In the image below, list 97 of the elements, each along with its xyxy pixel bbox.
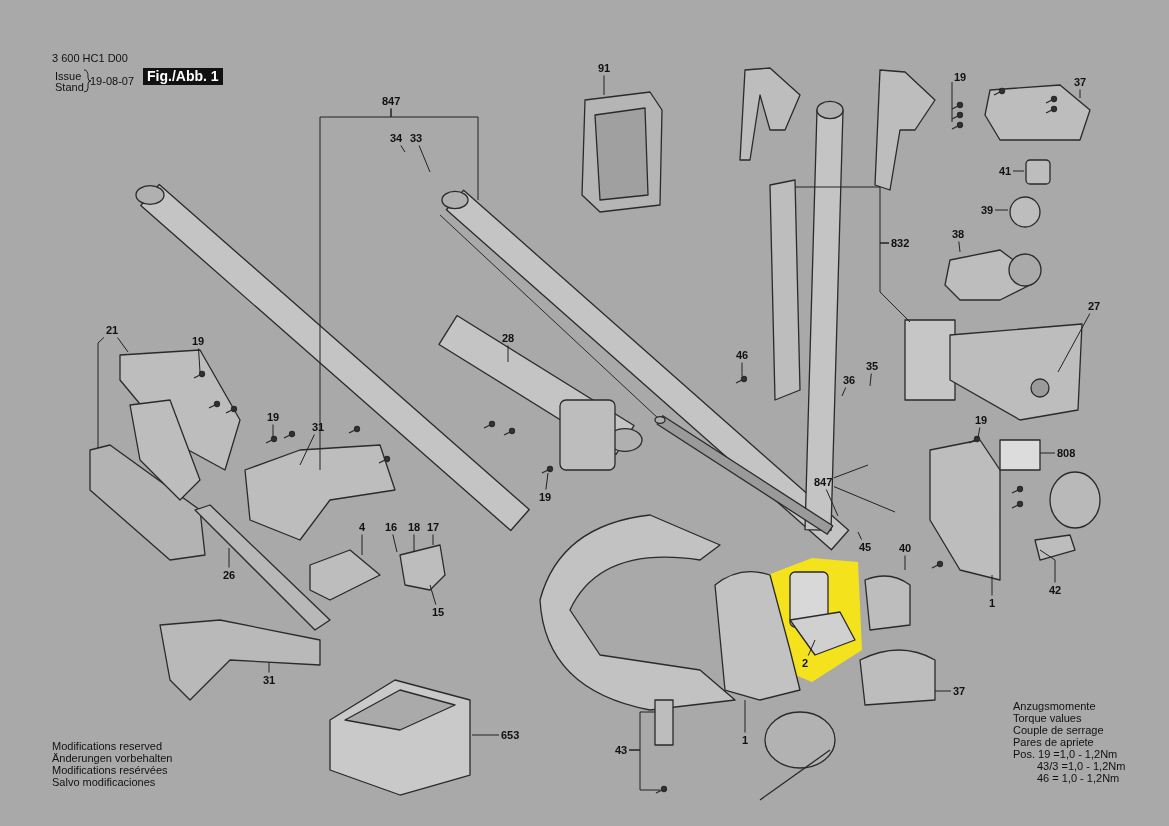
leader-line [825,489,839,517]
figure-label: Fig./Abb. 1 [143,68,223,85]
leader-line [429,584,437,605]
leader-line [1039,452,1056,454]
callout-number: 1 [741,733,750,747]
part-number: 3 600 HC1 D00 [52,52,128,64]
leader-line [432,534,434,546]
leader-line [1012,170,1025,172]
leader-line [603,75,605,96]
note-text: Änderungen vorbehalten [52,752,173,764]
note-text: Modifications resérvées [52,764,168,776]
callout-number: 31 [262,673,277,687]
callout-number: 19 [266,410,281,424]
callout-number: 19 [191,334,206,348]
callout-number: 46 [735,348,750,362]
note-text: Couple de serrage [1013,724,1104,736]
callout-number: 45 [858,540,873,554]
note-text: 46 = 1,0 - 1,2Nm [1037,772,1120,784]
callout-number: 27 [1087,299,1102,313]
leader-line [869,373,872,387]
leader-line [628,749,661,791]
callout-number: 43 [614,743,629,757]
note-text: Anzugsmomente [1013,700,1096,712]
leader-line [1057,313,1091,373]
callout-number: 40 [898,541,913,555]
leader-line [994,209,1009,211]
callout-number: 37 [952,684,967,698]
note-text: Pos. 19 =1,0 - 1,2Nm [1013,748,1118,760]
callout-number: 832 [890,236,911,250]
callout-number: 19 [974,413,989,427]
note-text: Modifications reserved [52,740,163,752]
note-text: 43/3 =1,0 - 1,2Nm [1037,760,1126,772]
callout-number: 21 [105,323,120,337]
leader-line [857,531,862,540]
label-text: Issue [55,70,82,82]
leader-line [977,427,981,439]
callout-number: 16 [384,520,399,534]
leader-line [198,348,201,373]
callout-number: 26 [222,568,237,582]
label-text: Stand [55,81,84,93]
leader-line [272,424,274,439]
leader-line [392,534,398,553]
note-text: Pares de apriete [1013,736,1094,748]
leader-line [833,464,869,479]
leader-line [991,574,993,596]
leader-line [934,690,952,692]
leader-line [879,242,911,323]
callout-number: 37 [1073,75,1088,89]
leader-line [1039,549,1056,583]
leader-line [361,534,363,556]
leader-line [400,145,406,153]
leader-line [741,362,743,377]
callout-number: 39 [980,203,995,217]
note-text: Salvo modificaciones [52,776,156,788]
leader-line [1079,89,1081,99]
callout-number: 41 [998,164,1013,178]
callout-number: 28 [501,331,516,345]
callout-number: 19 [538,490,553,504]
leader-line [904,555,906,571]
callout-number: 38 [951,227,966,241]
callout-number: 42 [1048,583,1063,597]
callout-number: 33 [409,131,424,145]
leader-line [97,336,105,449]
callout-number: 4 [358,520,367,534]
callout-number: 1 [988,596,997,610]
callout-number: 31 [311,420,326,434]
date-text: 19-08-07 [90,75,135,87]
callout-number: 36 [842,373,857,387]
leader-line [117,337,129,353]
callout-number: 35 [865,359,880,373]
leader-line [418,145,431,173]
leader-line [841,387,847,397]
leader-line [299,434,315,466]
callout-number: 847 [813,475,834,489]
note-text: Torque values [1013,712,1082,724]
leader-line [471,734,500,736]
callout-number: 15 [431,605,446,619]
leader-line [951,81,953,123]
leader-line [545,472,549,490]
leader-line [228,547,230,568]
leader-line [833,486,896,513]
callout-number: 34 [389,131,404,145]
callout-number: 847 [381,94,402,108]
callout-number: 2 [801,656,810,670]
leader-line [507,345,509,363]
leader-line [413,534,415,553]
leader-line [807,639,816,656]
callout-number: 91 [597,61,612,75]
leader-line [958,241,961,253]
callout-number: 18 [407,520,422,534]
callout-number: 808 [1056,446,1077,460]
leader-line [390,108,479,201]
leader-line [744,699,746,733]
leader-line [268,661,270,673]
callout-number: 19 [953,70,968,84]
callout-number: 653 [500,728,521,742]
callout-number: 17 [426,520,441,534]
